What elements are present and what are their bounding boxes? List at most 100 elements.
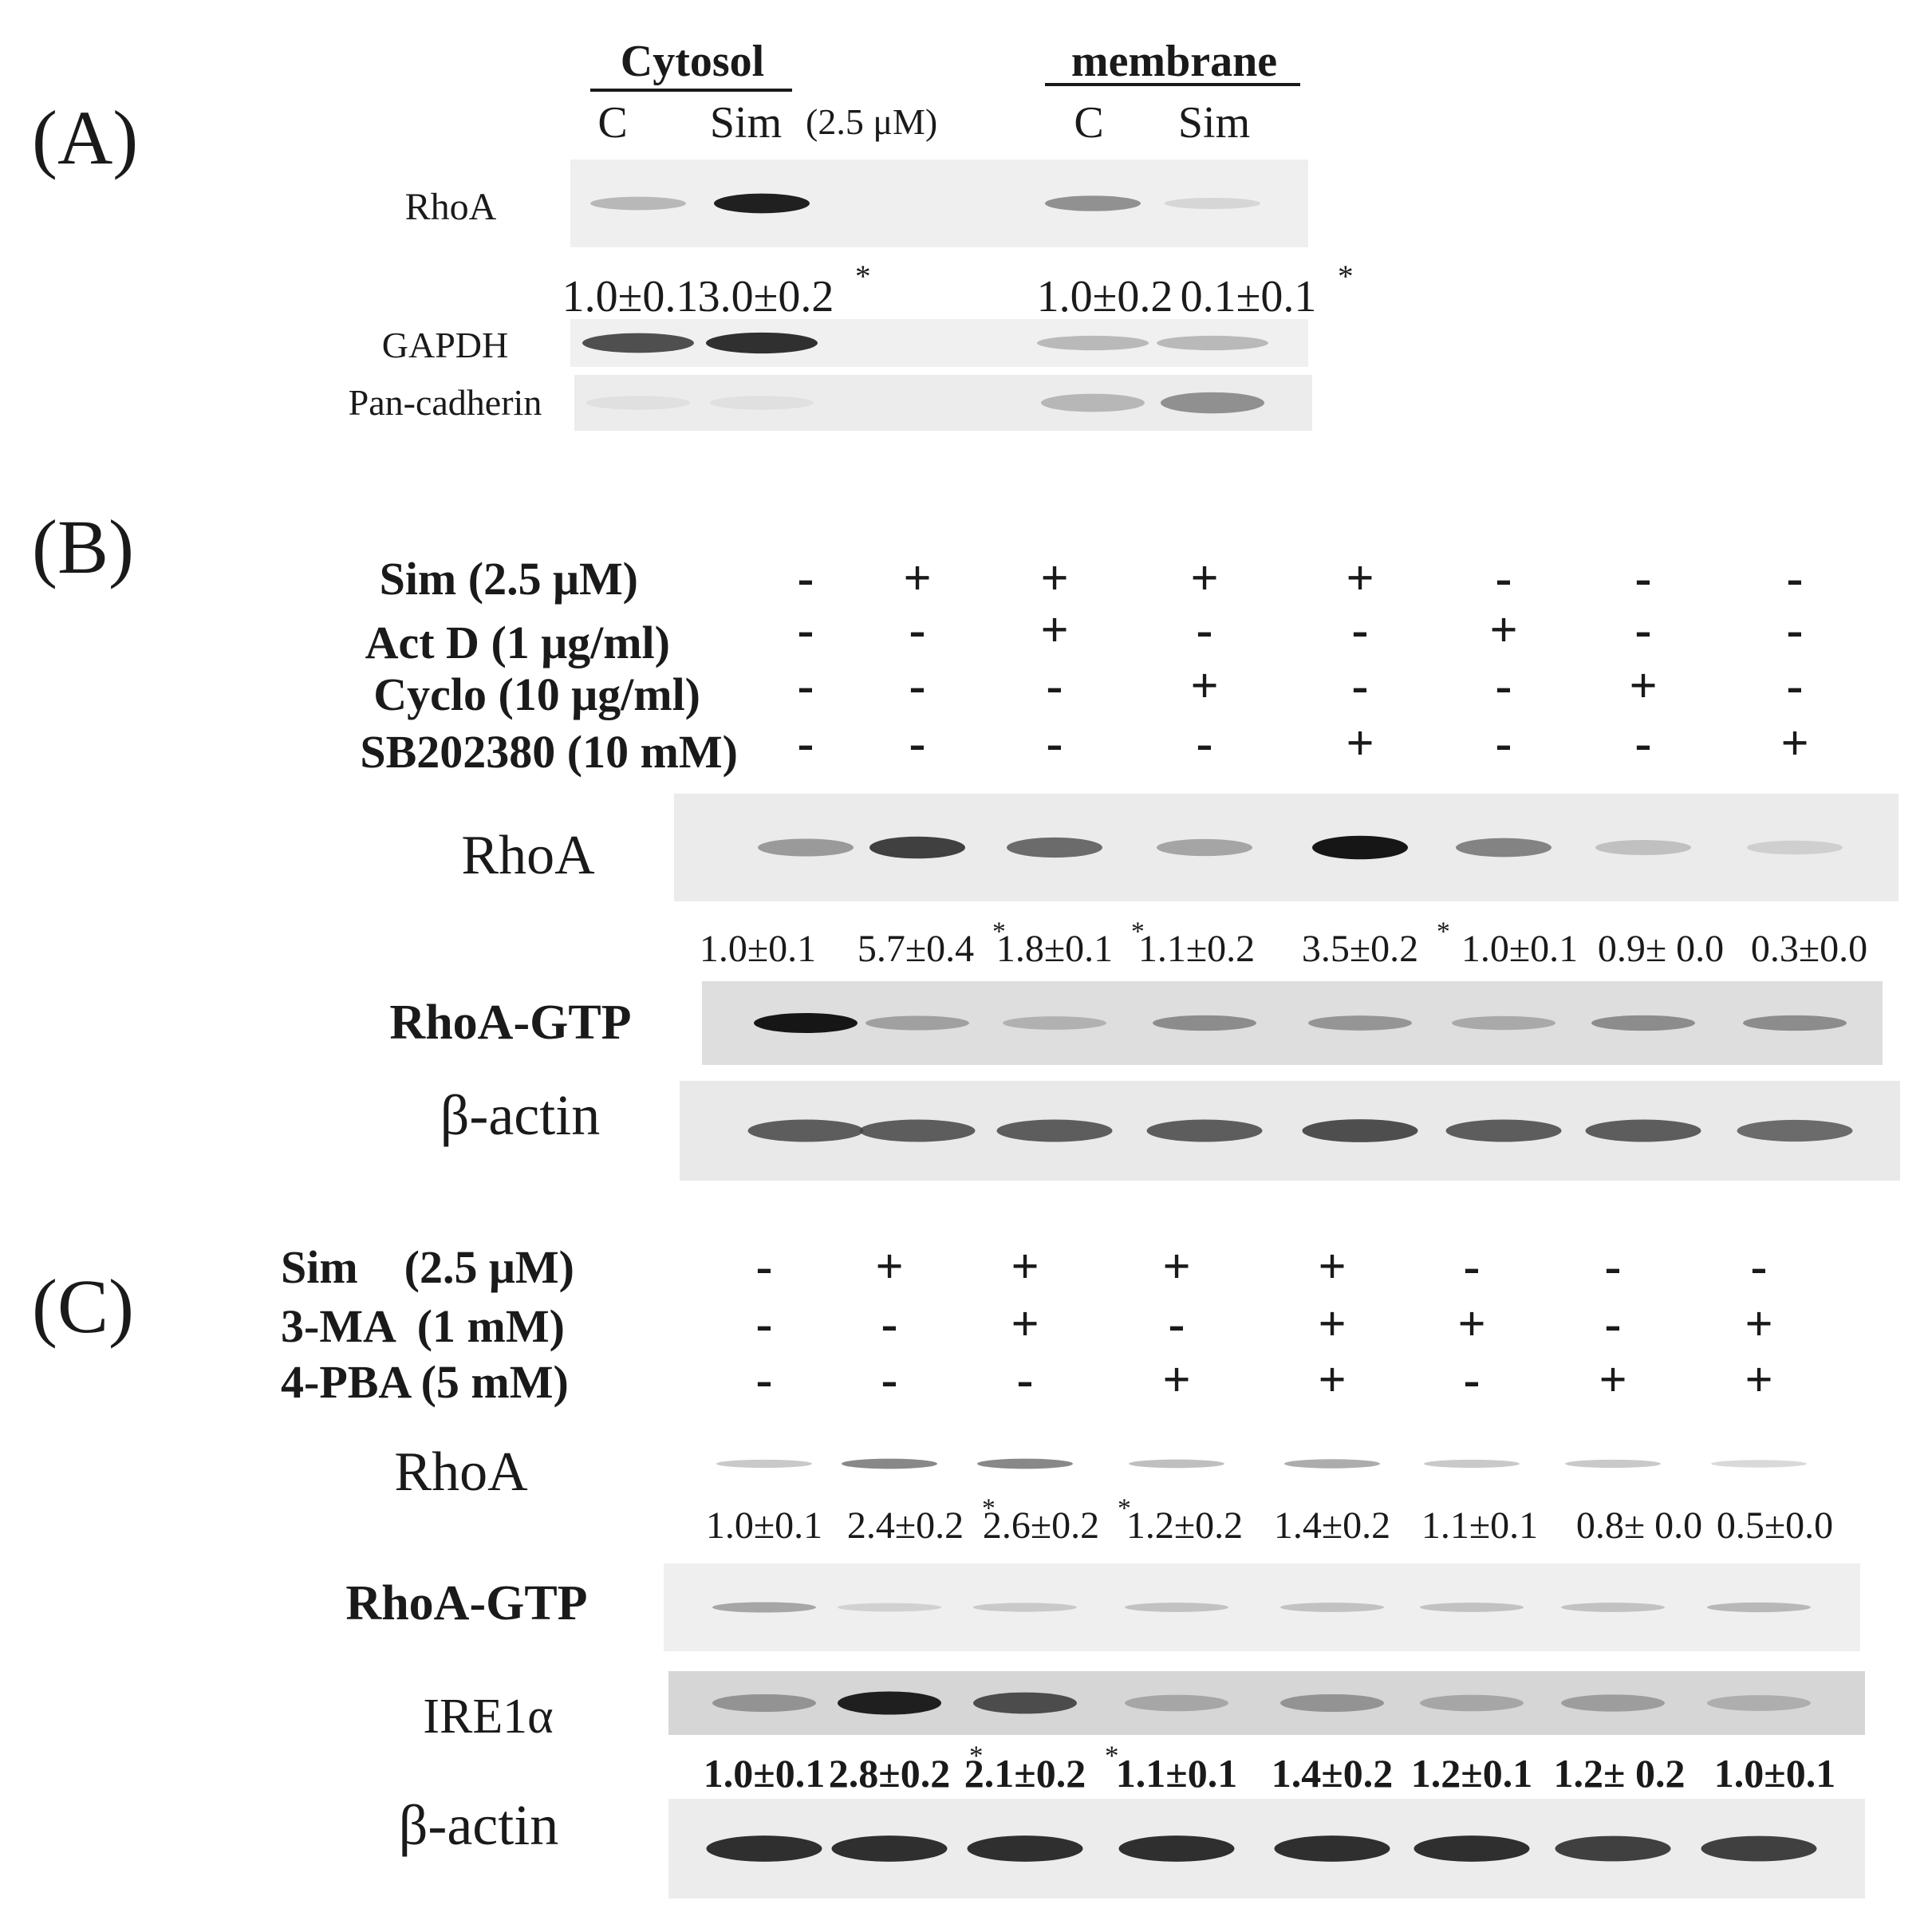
panel-c-ire1a-value: 2.8±0.2 <box>829 1751 950 1796</box>
panel-c-treatment-label: 4-PBA (5 mM) <box>281 1356 569 1408</box>
panel-a-value: 1.0±0.1 <box>562 272 699 321</box>
panel-c-sign: + <box>1599 1353 1626 1407</box>
panel-c-blot-rhoa <box>702 1428 1883 1500</box>
panel-b-beta-actin-band <box>1737 1119 1853 1142</box>
panel-c-rhoa-value: 0.5±0.0 <box>1717 1504 1833 1547</box>
panel-b-sign: - <box>909 603 926 657</box>
panel-c-blot-rhoa-gtp <box>664 1563 1860 1651</box>
panel-c-sign: - <box>1751 1240 1768 1294</box>
panel-c-rhoa-value: 1.1±0.1 <box>1421 1504 1538 1547</box>
panel-b-sign: - <box>1047 716 1063 771</box>
panel-c-rhoa-value: 1.2±0.2 <box>1126 1504 1243 1547</box>
panel-b: (B) Sim (2.5 μM) Act D (1 μg/ml) Cyclo (… <box>32 504 1900 1181</box>
panel-c-blot-beta-actin <box>668 1799 1865 1898</box>
panel-b-value: 3.5±0.2 <box>1302 928 1418 970</box>
panel-c-row-label-beta-actin: β-actin <box>399 1793 559 1857</box>
panel-b-sign: + <box>1040 603 1068 657</box>
panel-b-rhoa-band <box>1312 835 1408 860</box>
panel-b-treatment-label: Act D (1 μg/ml) <box>365 617 670 668</box>
panel-a-gapdh-band <box>1037 335 1149 351</box>
panel-b-value: 5.7±0.4 <box>858 928 974 970</box>
panel-c-ire1a-value: 1.1±0.1 <box>1116 1751 1237 1796</box>
panel-b-beta-actin-band <box>859 1119 976 1142</box>
panel-b-beta-actin-band <box>747 1119 864 1142</box>
panel-c-sign: + <box>1318 1353 1346 1407</box>
panel-b-rhoa-band <box>1157 838 1252 857</box>
panel-a-blot-rhoa <box>570 160 1308 247</box>
panel-a-lane-label: C <box>597 98 627 148</box>
panel-b-significance-mark: * <box>992 917 1006 947</box>
panel-b-sign: + <box>1346 716 1374 771</box>
panel-a-row-label-pan-cadherin: Pan-cadherin <box>349 382 542 423</box>
panel-a-gapdh-band <box>1157 335 1268 351</box>
panel-c-ire1a-value: 1.4±0.2 <box>1272 1751 1393 1796</box>
panel-c-row-label-ire1a: IRE1α <box>423 1689 553 1744</box>
panel-c-rhoa-band <box>1711 1460 1807 1468</box>
panel-c-beta-actin-band <box>1555 1835 1671 1862</box>
panel-b-sign: - <box>1496 716 1512 771</box>
panel-b-rhoa-band <box>869 836 965 859</box>
panel-a-value: 0.1±0.1 <box>1181 272 1317 321</box>
panel-c-ire1a-band <box>1125 1694 1228 1712</box>
panel-c: (C) Sim (2.5 μM) 3-MA (1 mM) 4-PBA (5 mM… <box>32 1240 1883 1898</box>
panel-b-sign: + <box>1629 659 1657 713</box>
panel-a-value: 3.0±0.2 <box>698 272 834 321</box>
panel-b-sign: + <box>1780 716 1808 771</box>
panel-b-treatment-label: Cyclo (10 μg/ml) <box>373 668 700 720</box>
panel-a-significance-mark: * <box>1338 259 1354 294</box>
panel-a-significance-mark: * <box>855 259 871 294</box>
panel-b-rhoa-gtp-band <box>1743 1015 1847 1031</box>
panel-c-sign: + <box>1318 1297 1346 1351</box>
panel-c-rhoa-gtp-band <box>1420 1603 1524 1612</box>
panel-c-beta-actin-band <box>1414 1835 1530 1862</box>
panel-c-sign: + <box>1457 1297 1485 1351</box>
panel-b-rhoa-gtp-band <box>1452 1015 1555 1031</box>
panel-b-rhoa-band <box>1456 838 1552 858</box>
panel-c-ire1a-significance-mark: * <box>1105 1741 1119 1772</box>
panel-c-rhoa-value: 1.0±0.1 <box>706 1504 822 1547</box>
panel-c-rhoa-value: 0.8± 0.0 <box>1576 1504 1702 1547</box>
panel-a-rhoa-membrane-strip <box>570 160 1308 247</box>
panel-b-rhoa-gtp-band <box>1591 1015 1695 1031</box>
panel-b-significance-mark: * <box>1437 917 1450 947</box>
panel-b-sign: + <box>1489 603 1517 657</box>
panel-c-sign: - <box>756 1297 773 1351</box>
panel-a-lane-label: Sim <box>1178 98 1250 148</box>
panel-b-sign: - <box>798 659 814 713</box>
panel-c-rhoa-band <box>1565 1459 1661 1469</box>
panel-c-ire1a-band <box>1280 1693 1384 1713</box>
panel-a-group-membrane: membrane <box>1071 37 1277 86</box>
panel-b-sign: + <box>1190 659 1218 713</box>
panel-c-rhoa-value: 2.6±0.2 <box>983 1504 1099 1547</box>
panel-c-rhoa-gtp-band <box>973 1603 1077 1612</box>
panel-b-sign: - <box>1352 603 1369 657</box>
panel-c-rhoa-gtp-band <box>1707 1602 1811 1613</box>
panel-c-sign: + <box>1011 1240 1039 1294</box>
panel-c-rhoa-value: 2.4±0.2 <box>847 1504 964 1547</box>
panel-b-rhoa-band <box>1747 840 1843 855</box>
panel-a-pan-cadherin-band <box>1161 392 1264 414</box>
panel-c-sign: - <box>756 1353 773 1407</box>
panel-c-sign: + <box>875 1240 903 1294</box>
panel-c-rhoa-band <box>716 1459 812 1469</box>
panel-a-pan-cadherin-band <box>586 396 690 410</box>
panel-b-beta-actin-band <box>1302 1119 1418 1142</box>
panel-b-rhoa-gtp-band <box>1153 1015 1256 1031</box>
panel-c-sign: - <box>756 1240 773 1294</box>
panel-c-rhoa-band <box>977 1458 1073 1469</box>
panel-b-significance-mark: * <box>1131 917 1145 947</box>
panel-c-sign: + <box>1162 1353 1190 1407</box>
panel-c-row-label-rhoa: RhoA <box>394 1441 528 1503</box>
panel-c-rhoa-gtp-band <box>1561 1603 1665 1612</box>
panel-c-ire1a-band <box>1420 1694 1524 1712</box>
panel-b-sign: - <box>1197 716 1213 771</box>
panel-c-rhoa-gtp-band <box>1280 1603 1384 1612</box>
panel-b-beta-actin-band <box>1585 1119 1701 1142</box>
panel-c-ire1a-value: 2.1±0.2 <box>964 1751 1086 1796</box>
panel-b-treatment-label: Sim (2.5 μM) <box>380 553 638 605</box>
panel-c-rhoa-band <box>1424 1459 1520 1469</box>
panel-b-sign: - <box>1635 551 1652 605</box>
